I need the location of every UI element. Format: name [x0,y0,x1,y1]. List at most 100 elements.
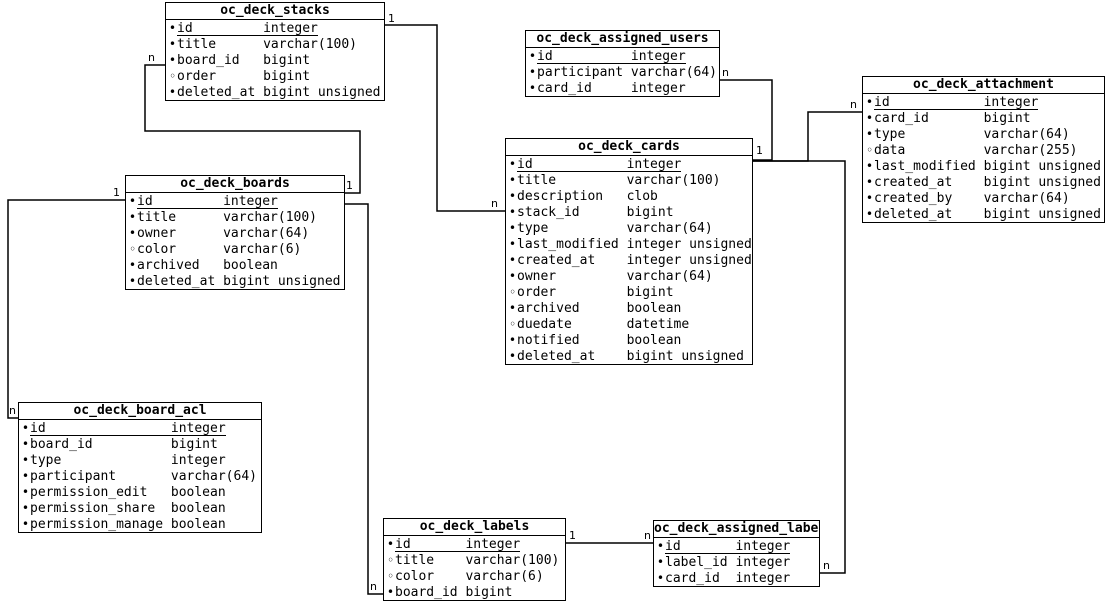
field-type: varchar(64) [630,64,717,80]
required-bullet-icon: • [168,21,177,35]
field-type: integer [223,193,278,209]
required-bullet-icon: • [386,537,395,551]
required-bullet-icon: • [508,333,517,347]
field-type: varchar(100) [626,172,721,188]
field-type: bigint [263,68,311,84]
entity-title: oc_deck_assigned_users [526,31,719,48]
field-type: integer [983,94,1039,110]
field-text: last_modified bigint unsigned [874,159,1101,174]
field-name: owner [137,225,177,241]
required-bullet-icon: • [508,173,517,187]
field-name: order [517,284,557,300]
required-bullet-icon: • [508,237,517,251]
field-text: id integer [137,194,278,209]
cardinality-label: n [9,404,16,417]
required-bullet-icon: • [656,555,665,569]
field-type: datetime [626,316,690,332]
entity-title: oc_deck_stacks [166,3,384,20]
required-bullet-icon: • [168,53,177,67]
nullable-bullet-icon: ◦ [865,143,874,157]
field-type: varchar(64) [170,468,257,484]
entity-title: oc_deck_labels [384,519,565,536]
field-name: id [177,20,193,36]
field-name: deleted_at [177,84,256,100]
required-bullet-icon: • [386,585,395,599]
field-name: duedate [517,316,572,332]
field-type: varchar(64) [626,220,713,236]
field-name: color [137,241,177,257]
field-name: type [30,452,62,468]
field-type: varchar(64) [626,268,713,284]
required-bullet-icon: • [21,421,30,435]
field-type: bigint unsigned [983,158,1101,174]
field-name: created_at [874,174,953,190]
field-name: deleted_at [137,273,216,289]
field-name: last_modified [517,236,619,252]
field-name: color [395,568,435,584]
field-type: boolean [170,516,226,532]
field-row: •title varchar(100) [506,172,752,188]
field-text: order bigint [517,285,674,300]
entity-title: oc_deck_boards [126,176,344,193]
cardinality-label: n [370,580,377,593]
field-name: participant [30,468,117,484]
field-name: permission_manage [30,516,164,532]
field-name: id [137,193,153,209]
field-name: deleted_at [517,348,596,364]
field-type: boolean [223,257,278,273]
required-bullet-icon: • [21,501,30,515]
nullable-bullet-icon: ◦ [168,69,177,83]
field-type: varchar(6) [223,241,302,257]
field-type: bigint [465,584,513,600]
required-bullet-icon: • [865,159,874,173]
required-bullet-icon: • [865,191,874,205]
field-type: bigint [626,284,674,300]
nullable-bullet-icon: ◦ [386,569,395,583]
field-name: id [395,536,411,552]
field-type: integer [630,80,686,96]
field-name: card_id [665,570,720,586]
field-type: varchar(100) [465,552,560,568]
required-bullet-icon: • [528,49,537,63]
field-text: participant varchar(64) [30,469,257,484]
entity-title: oc_deck_attachment [863,77,1104,94]
field-name: last_modified [874,158,976,174]
entity-title: oc_deck_board_acl [19,403,261,420]
entity-title: oc_deck_assigned_labels [654,521,819,538]
field-type: bigint unsigned [983,206,1101,222]
field-text: color varchar(6) [137,242,301,257]
field-type: bigint unsigned [223,273,341,289]
field-name: title [517,172,557,188]
field-type: boolean [626,332,682,348]
